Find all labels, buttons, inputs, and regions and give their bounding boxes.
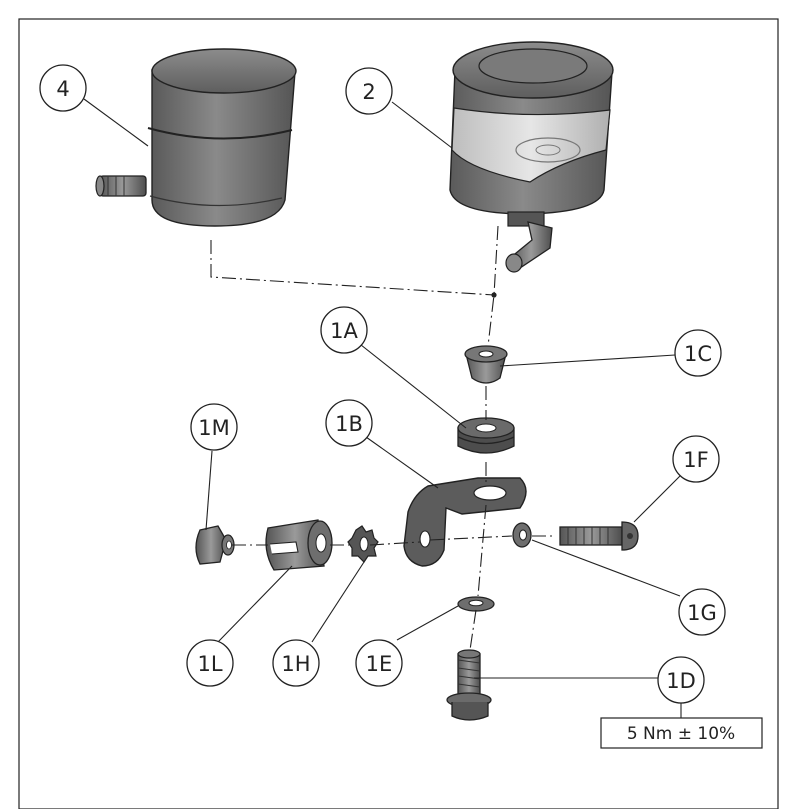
callout-label: 4: [56, 77, 69, 101]
callout-4: 4: [39, 64, 87, 112]
callout-label: 1C: [684, 342, 712, 366]
part-1H-serrated-washer: [347, 525, 379, 563]
callout-1D: 1D: [657, 656, 705, 704]
part-1G-washer: [512, 522, 532, 548]
callout-1A: 1A: [320, 306, 368, 354]
callout-label: 1B: [335, 412, 363, 436]
part-1E-washer: [457, 596, 495, 612]
part-1A-rubber-grommet: [457, 417, 515, 454]
torque-spec-box: 5 Nm ± 10%: [600, 717, 763, 749]
torque-spec-label: 5 Nm ± 10%: [627, 724, 735, 744]
part-1F-bolt: [559, 521, 639, 551]
callout-label: 1A: [330, 319, 358, 343]
assembly-centerlines: [210, 225, 556, 651]
callout-1C: 1C: [674, 329, 722, 377]
callout-label: 1D: [666, 669, 696, 693]
callout-2: 2: [345, 67, 393, 115]
part-1C-grommet: [464, 345, 508, 384]
part-2-reservoir: [449, 41, 614, 273]
callout-1M: 1M: [190, 403, 238, 451]
callout-label: 1L: [197, 652, 222, 676]
callout-label: 2: [362, 80, 375, 104]
callout-label: 1E: [366, 652, 393, 676]
callout-label: 1M: [198, 416, 229, 440]
part-1M-end-cap: [195, 525, 235, 565]
callout-1E: 1E: [355, 639, 403, 687]
leader-lines: [83, 98, 682, 718]
callout-1F: 1F: [672, 435, 720, 483]
centerline-junction-dot: [491, 292, 497, 298]
callout-1L: 1L: [186, 639, 234, 687]
callout-label: 1F: [683, 448, 708, 472]
diagram-frame: [18, 18, 779, 809]
callout-label: 1H: [281, 652, 310, 676]
part-4-reservoir: [95, 48, 297, 227]
callout-1H: 1H: [272, 639, 320, 687]
callout-1B: 1B: [325, 399, 373, 447]
part-1B-bracket: [403, 477, 527, 567]
part-1L-clamp-sleeve: [265, 519, 333, 571]
part-1D-flange-bolt: [446, 649, 492, 721]
callout-label: 1G: [687, 601, 717, 625]
callout-1G: 1G: [678, 588, 726, 636]
